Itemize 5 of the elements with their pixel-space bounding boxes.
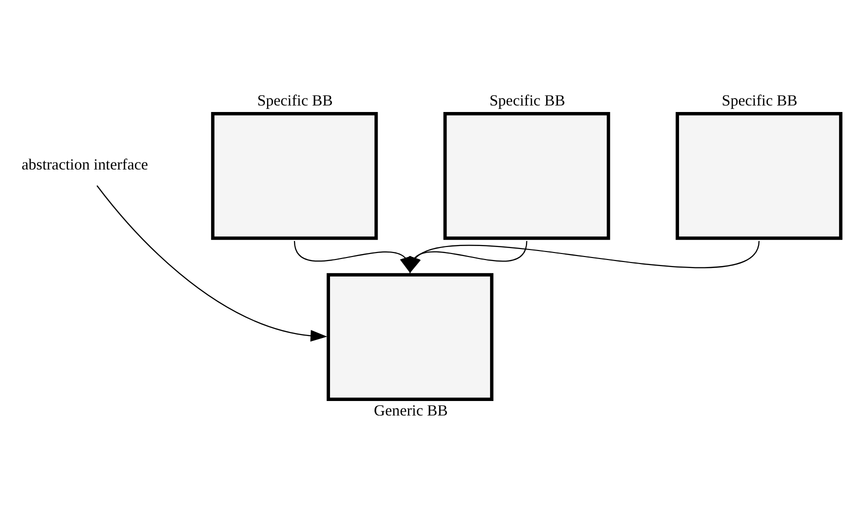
node-label: Specific BB [257,92,333,110]
node-text: abstraction interface [22,156,148,174]
node-label: Specific BB [490,92,566,110]
node-label: Generic BB [374,402,448,420]
node-label: Specific BB [722,92,798,110]
